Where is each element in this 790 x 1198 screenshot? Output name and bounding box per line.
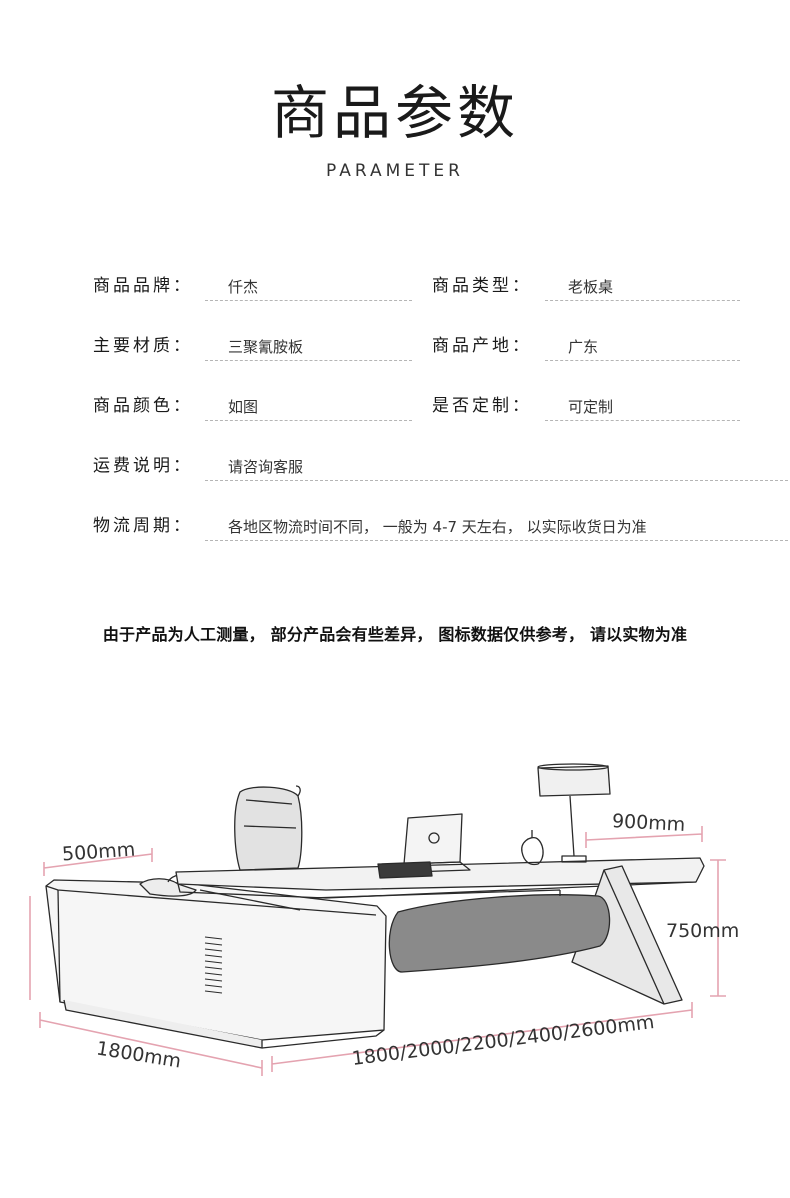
dim-label-height: 750mm bbox=[666, 920, 740, 942]
param-value-type: 老板桌 bbox=[568, 278, 614, 296]
page-title: 商品参数 bbox=[270, 79, 519, 147]
laptop bbox=[403, 813, 463, 865]
param-label-material: 主要材质： bbox=[93, 336, 193, 356]
divider bbox=[545, 360, 740, 361]
divider bbox=[205, 360, 412, 361]
param-value-brand: 仟杰 bbox=[228, 278, 259, 296]
param-value-shipping: 请咨询客服 bbox=[228, 458, 304, 476]
divider bbox=[205, 420, 412, 421]
param-label-origin: 商品产地： bbox=[432, 336, 532, 356]
dim-line-desk-depth bbox=[585, 826, 703, 848]
param-label-shipping: 运费说明： bbox=[93, 456, 193, 476]
param-value-material: 三聚氰胺板 bbox=[228, 338, 304, 356]
divider bbox=[545, 420, 740, 421]
dim-line-desk-length bbox=[271, 1002, 693, 1072]
param-row: 主要材质： 三聚氰胺板 商品产地： 广东 bbox=[0, 332, 790, 372]
desk-sketch-illustration bbox=[29, 763, 726, 1076]
dim-line-side-depth bbox=[43, 848, 153, 876]
modesty-panel bbox=[388, 894, 611, 973]
param-label-type: 商品类型： bbox=[432, 276, 532, 296]
param-value-custom: 可定制 bbox=[568, 398, 614, 416]
param-value-logistics: 各地区物流时间不同， 一般为 4-7 天左右， 以实际收货日为准 bbox=[228, 518, 647, 536]
divider bbox=[545, 300, 740, 301]
divider bbox=[205, 540, 788, 541]
office-chair bbox=[234, 786, 303, 871]
measurement-notice: 由于产品为人工测量， 部分产品会有些差异， 图标数据仅供参考， 请以实物为准 bbox=[102, 625, 688, 644]
param-label-color: 商品颜色： bbox=[93, 396, 193, 416]
param-row: 运费说明： 请咨询客服 bbox=[0, 452, 790, 492]
param-row: 商品品牌： 仟杰 商品类型： 老板桌 bbox=[0, 272, 790, 312]
desk-lamp bbox=[537, 765, 611, 797]
divider bbox=[205, 300, 412, 301]
vase bbox=[521, 836, 544, 866]
param-label-logistics: 物流周期： bbox=[93, 516, 193, 536]
dim-line-side-length bbox=[39, 1012, 263, 1076]
param-row: 物流周期： 各地区物流时间不同， 一般为 4-7 天左右， 以实际收货日为准 bbox=[0, 512, 790, 552]
dim-label-desk-depth: 900mm bbox=[611, 810, 686, 836]
vent-grille bbox=[204, 936, 223, 994]
page-subtitle: PARAMETER bbox=[326, 161, 464, 181]
dim-line-height bbox=[710, 859, 726, 997]
param-row: 商品颜色： 如图 是否定制： 可定制 bbox=[0, 392, 790, 432]
divider bbox=[205, 480, 788, 481]
param-label-brand: 商品品牌： bbox=[93, 276, 193, 296]
param-value-color: 如图 bbox=[228, 398, 259, 416]
param-label-custom: 是否定制： bbox=[432, 396, 532, 416]
param-value-origin: 广东 bbox=[568, 338, 599, 356]
